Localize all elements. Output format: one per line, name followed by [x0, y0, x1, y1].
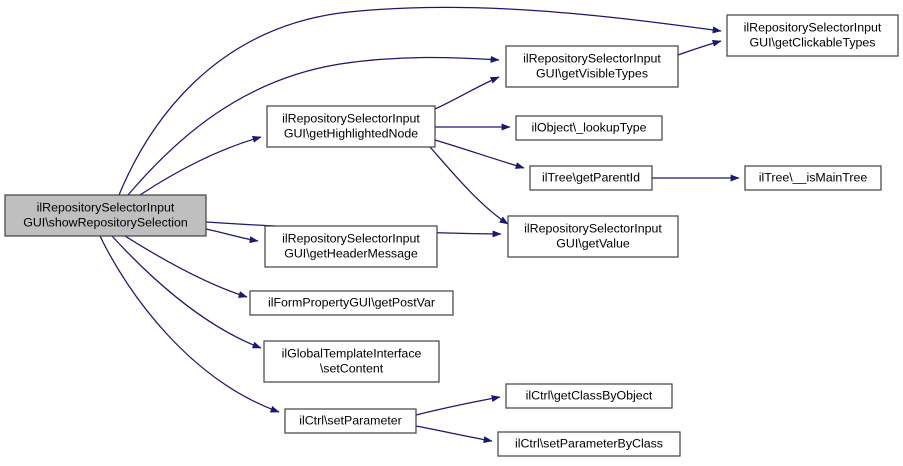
node-label-getHighlightedNode-line-0: ilRepositorySelectorInput: [282, 111, 420, 125]
node-box-getHeaderMessage[interactable]: [264, 225, 438, 268]
edge-getHighlightedNode-to-getValue: [429, 146, 509, 225]
edges-layer: [99, 6, 740, 444]
node-label-showRepositorySelection-line-0: ilRepositorySelectorInput: [37, 200, 175, 214]
node-box-getClassByObject[interactable]: [505, 383, 673, 409]
node-label-getPostVar-line-0: ilFormPropertyGUI\getPostVar: [268, 295, 435, 309]
edge-showRepositorySelection-to-getVisibleTypes: [127, 55, 500, 196]
node-getHeaderMessage[interactable]: ilRepositorySelectorInputGUI\getHeaderMe…: [264, 225, 438, 268]
node-box-isMainTree[interactable]: [744, 165, 882, 191]
edge-showRepositorySelection-to-getHighlightedNode: [139, 135, 262, 196]
node-label-setParameter-line-0: ilCtrl\setParameter: [299, 413, 402, 427]
node-label-getClickableTypes-line-1: GUI\getClickableTypes: [749, 35, 875, 49]
node-box-getHighlightedNode[interactable]: [266, 105, 436, 148]
node-label-showRepositorySelection-line-1: GUI\showRepositorySelection: [23, 215, 188, 229]
edge-setParameter-to-setParameterByClass: [415, 425, 493, 444]
node-label-getParentId-line-0: ilTree\getParentId: [542, 170, 640, 184]
node-label-getClickableTypes-line-0: ilRepositorySelectorInput: [744, 20, 882, 34]
node-label-getHeaderMessage-line-0: ilRepositorySelectorInput: [282, 231, 420, 245]
node-label-getValue-line-1: GUI\getValue: [556, 236, 630, 250]
node-lookupType[interactable]: ilObject\_lookupType: [515, 115, 663, 141]
node-isMainTree[interactable]: ilTree\__isMainTree: [744, 165, 882, 191]
node-box-lookupType[interactable]: [515, 115, 663, 141]
node-box-getParentId[interactable]: [529, 165, 653, 191]
node-label-getVisibleTypes-line-0: ilRepositorySelectorInput: [523, 51, 661, 65]
edge-showRepositorySelection-to-setContent: [111, 235, 262, 349]
node-box-setParameterByClass[interactable]: [497, 431, 681, 457]
node-label-getVisibleTypes-line-1: GUI\getVisibleTypes: [536, 66, 648, 80]
node-box-getClickableTypes[interactable]: [726, 14, 899, 57]
node-label-setParameterByClass-line-0: ilCtrl\setParameterByClass: [515, 436, 663, 450]
node-label-getHighlightedNode-line-1: GUI\getHighlightedNode: [284, 126, 418, 140]
edge-showRepositorySelection-to-setParameter: [99, 235, 280, 413]
edge-getHighlightedNode-to-getParentId: [434, 139, 525, 169]
edge-showRepositorySelection-to-getHeaderMessage: [205, 228, 259, 244]
edge-showRepositorySelection-to-getClickableTypes: [118, 6, 722, 196]
node-setParameter[interactable]: ilCtrl\setParameter: [284, 408, 417, 434]
node-label-lookupType-line-0: ilObject\_lookupType: [531, 120, 646, 134]
node-getHighlightedNode[interactable]: ilRepositorySelectorInputGUI\getHighligh…: [266, 105, 436, 148]
node-box-showRepositorySelection[interactable]: [4, 194, 207, 237]
node-box-setParameter[interactable]: [284, 408, 417, 434]
node-getParentId[interactable]: ilTree\getParentId: [529, 165, 653, 191]
node-label-getClassByObject-line-0: ilCtrl\getClassByObject: [526, 388, 653, 402]
node-setContent[interactable]: ilGlobalTemplateInterface\setContent: [263, 340, 440, 383]
node-label-getValue-line-0: ilRepositorySelectorInput: [524, 221, 662, 235]
node-label-setContent-line-1: \setContent: [320, 361, 384, 375]
edge-setParameter-to-getClassByObject: [415, 395, 501, 416]
node-showRepositorySelection[interactable]: ilRepositorySelectorInputGUI\showReposit…: [4, 194, 207, 237]
node-getClassByObject[interactable]: ilCtrl\getClassByObject: [505, 383, 673, 409]
node-label-setContent-line-0: ilGlobalTemplateInterface: [282, 346, 422, 360]
node-label-getHeaderMessage-line-1: GUI\getHeaderMessage: [284, 246, 418, 260]
nodes-layer: ilRepositorySelectorInputGUI\showReposit…: [4, 14, 899, 457]
node-setParameterByClass[interactable]: ilCtrl\setParameterByClass: [497, 431, 681, 457]
edge-getHighlightedNode-to-getVisibleTypes: [434, 76, 500, 110]
node-getVisibleTypes[interactable]: ilRepositorySelectorInputGUI\getVisibleT…: [505, 45, 679, 88]
node-label-isMainTree-line-0: ilTree\__isMainTree: [759, 170, 868, 184]
edge-showRepositorySelection-to-getPostVar: [124, 235, 248, 298]
node-box-getPostVar[interactable]: [249, 290, 454, 316]
node-getPostVar[interactable]: ilFormPropertyGUI\getPostVar: [249, 290, 454, 316]
node-box-setContent[interactable]: [263, 340, 440, 383]
edge-getVisibleTypes-to-getClickableTypes: [677, 39, 722, 56]
node-box-getValue[interactable]: [507, 215, 679, 258]
node-getClickableTypes[interactable]: ilRepositorySelectorInputGUI\getClickabl…: [726, 14, 899, 57]
node-box-getVisibleTypes[interactable]: [505, 45, 679, 88]
